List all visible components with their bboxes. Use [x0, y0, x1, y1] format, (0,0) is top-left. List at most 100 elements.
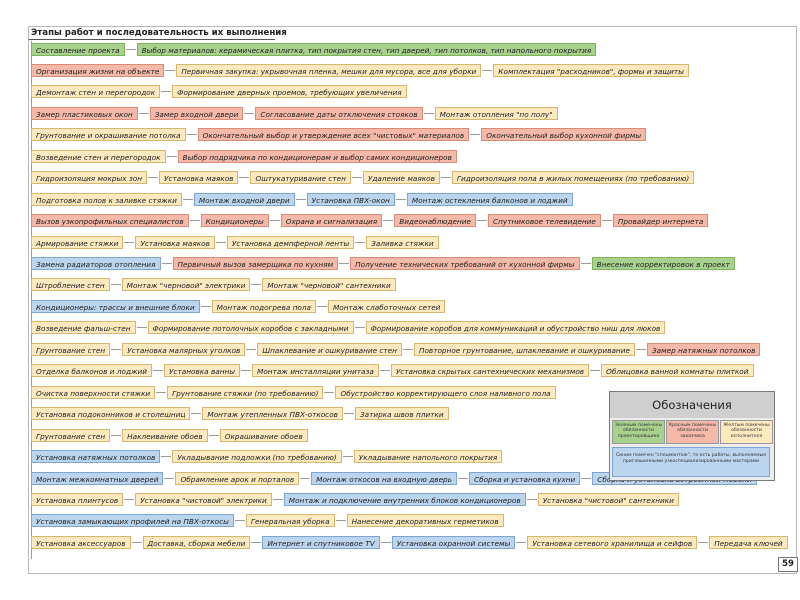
work-step-box: Передача ключей	[709, 535, 788, 549]
work-step-box: Интернет и спутниковое TV	[262, 535, 380, 549]
work-step-box: Грунтование стен	[31, 428, 111, 442]
connector	[165, 69, 176, 71]
work-step-box: Грунтование и окрашивание потолка	[31, 128, 186, 142]
connector	[458, 477, 468, 479]
work-step-box: Внесение корректировок в проект	[591, 257, 735, 270]
work-step-box: Формирование дверных проемов, требующих …	[172, 85, 407, 99]
work-step-box: Установка замыкающих профилей на ПВХ-отк…	[31, 514, 234, 528]
connector	[189, 220, 200, 222]
work-step-box: Гидроизоляция пола в жилых помещениях (п…	[451, 171, 695, 185]
work-step-box: Комплектация "расходников", формы и защи…	[493, 63, 689, 77]
work-step-box: Согласование даты отключения стояков	[255, 106, 423, 120]
connector	[161, 456, 172, 458]
work-step-box: Демонтаж стен и перегородок	[31, 85, 161, 99]
work-step-box: Очистка поверхности стяжки	[31, 385, 156, 399]
work-step-box: Замер натяжных потолков	[646, 342, 761, 356]
connector	[110, 284, 121, 286]
work-step-box: Армирование стяжки	[31, 235, 124, 249]
connector	[186, 134, 197, 136]
connector	[590, 370, 601, 372]
work-step-box: Монтаж подогрева пола	[211, 299, 316, 313]
work-step-box: Установка скрытых сантехнических механиз…	[390, 364, 590, 378]
connector	[402, 348, 413, 350]
connector	[246, 348, 257, 350]
work-step-box: Шпаклевание и ошкуривание стен	[257, 342, 402, 356]
work-step-box: Монтаж "черновой" электрики	[121, 278, 251, 292]
work-step-box: Первичная закупка: укрывочная пленка, ме…	[176, 63, 482, 77]
work-step-box: Монтаж входной двери	[193, 192, 295, 206]
diagram-title: Этапы работ и последовательность их выпо…	[31, 28, 287, 38]
work-step-box: Наклеивание обоев	[122, 428, 208, 442]
work-step-box: Укладывание напольного покрытия	[353, 450, 503, 464]
connector	[482, 69, 493, 71]
work-step-box: Монтаж отопления "по полу"	[434, 106, 558, 120]
work-step-box: Первичный вызов замерщика по кухням	[172, 257, 339, 270]
connector	[244, 112, 255, 114]
work-step-box: Провайдер интернета	[612, 214, 709, 228]
work-step-box: Замер входной двери	[149, 106, 244, 120]
stage-row: Замена радиаторов отопления Первичный выз…	[31, 256, 735, 272]
work-step-box: Установка демпферной ленты	[226, 235, 355, 249]
work-step-box: Установка натяжных потолков	[31, 450, 161, 464]
connector	[380, 541, 391, 543]
work-step-box: Монтаж откосов на входную дверь	[311, 471, 457, 485]
connector	[241, 370, 252, 372]
work-step-box: Грунтование стен	[31, 342, 111, 356]
connector	[580, 263, 591, 264]
connector	[138, 112, 149, 114]
work-step-box: Удаление маяков	[362, 171, 440, 185]
connector	[343, 413, 354, 415]
diagram-frame: Этапы работ и последовательность их выпо…	[28, 26, 797, 574]
connector	[269, 220, 280, 222]
connector	[125, 48, 136, 50]
connector	[423, 112, 434, 114]
work-step-box: Спутниковое телевидение	[488, 214, 601, 228]
connector	[208, 434, 219, 436]
connector	[295, 198, 306, 200]
connector	[156, 391, 167, 393]
stage-row: Штробление стен Монтаж "черновой" электри…	[31, 277, 396, 293]
connector	[526, 498, 537, 500]
work-step-box: Составление проекта	[31, 42, 125, 56]
connector	[635, 348, 646, 350]
work-step-box: Установка охранной системы	[391, 535, 516, 549]
work-step-box: Замена радиаторов отопления	[31, 257, 161, 270]
work-step-box: Обрамление арок и порталов	[175, 471, 300, 485]
work-step-box: Гидроизоляция мокрых зон	[31, 171, 148, 185]
work-step-box: Сборка и установка кухни	[469, 471, 581, 485]
title-underline	[29, 39, 275, 40]
work-step-box: Формирование коробов для коммуникаций и …	[365, 321, 666, 335]
work-step-box: Обустройство корректирующего слоя наливн…	[335, 385, 556, 399]
legend-green: Зеленым помечены обязанности проектировщ…	[612, 420, 665, 444]
connector	[601, 220, 612, 222]
work-step-box: Затирка швов плитки	[354, 407, 449, 421]
connector	[200, 305, 211, 307]
work-step-box: Монтаж "черновой" сантехники	[262, 278, 396, 292]
work-step-box: Установка сетевого хранилища и сейфов	[527, 535, 698, 549]
connector	[161, 91, 172, 93]
connector	[379, 370, 390, 372]
work-step-box: Штробление стен	[31, 278, 110, 292]
connector	[182, 198, 193, 200]
work-step-box: Монтаж утепленных ПВХ-откосов	[202, 407, 343, 421]
legend-blue-note: Синим помечен "спецмонтаж", то есть рабо…	[612, 447, 770, 477]
legend-yellow: Желтым помечены обязанности исполнителя	[720, 420, 773, 444]
work-step-box: Установка маяков	[135, 235, 215, 249]
work-step-box: Монтаж слаботочных сетей	[327, 299, 446, 313]
work-step-box: Формирование потолочных коробов с заклад…	[147, 321, 354, 335]
connector	[239, 177, 250, 179]
connector	[164, 477, 175, 479]
work-step-box: Отделка балконов и лоджий	[31, 364, 153, 378]
